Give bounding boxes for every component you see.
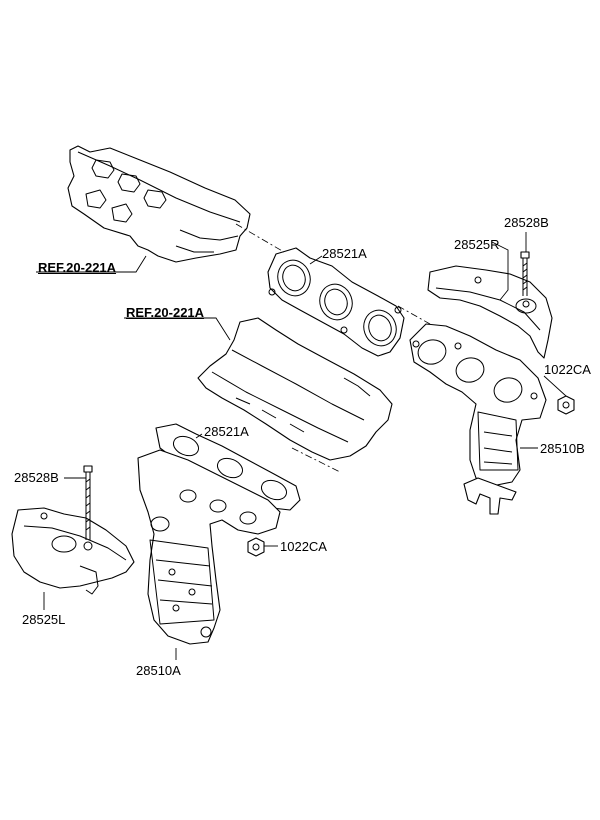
cylinder-head-front	[197, 317, 393, 461]
bolt-left	[83, 465, 93, 540]
exhaust-manifold-right	[409, 323, 547, 515]
nut-right	[557, 395, 575, 415]
part-label-heat-protector-left: 28525L	[22, 612, 66, 627]
part-label-gasket-upper: 28521A	[322, 246, 367, 261]
leader-lines	[36, 223, 567, 660]
ref-label-lower: REF.20-221A	[126, 305, 205, 320]
part-label-nut-left: 1022CA	[280, 539, 327, 554]
part-label-nut-right: 1022CA	[544, 362, 591, 377]
heat-protector-left	[11, 507, 135, 595]
ref-label-upper: REF.20-221A	[38, 260, 117, 275]
part-label-bolt-left: 28528B	[14, 470, 59, 485]
exhaust-manifold-left	[137, 449, 281, 645]
part-label-bolt-right: 28528B	[504, 215, 549, 230]
part-label-manifold-left: 28510A	[136, 663, 181, 678]
part-label-gasket-lower: 28521A	[204, 424, 249, 439]
cylinder-head-rear	[67, 145, 251, 263]
bolt-right	[520, 251, 530, 296]
part-label-heat-protector-right: 28525R	[454, 237, 500, 252]
nut-left	[247, 537, 265, 557]
gasket-upper	[267, 247, 405, 357]
part-label-manifold-right: 28510B	[540, 441, 585, 456]
